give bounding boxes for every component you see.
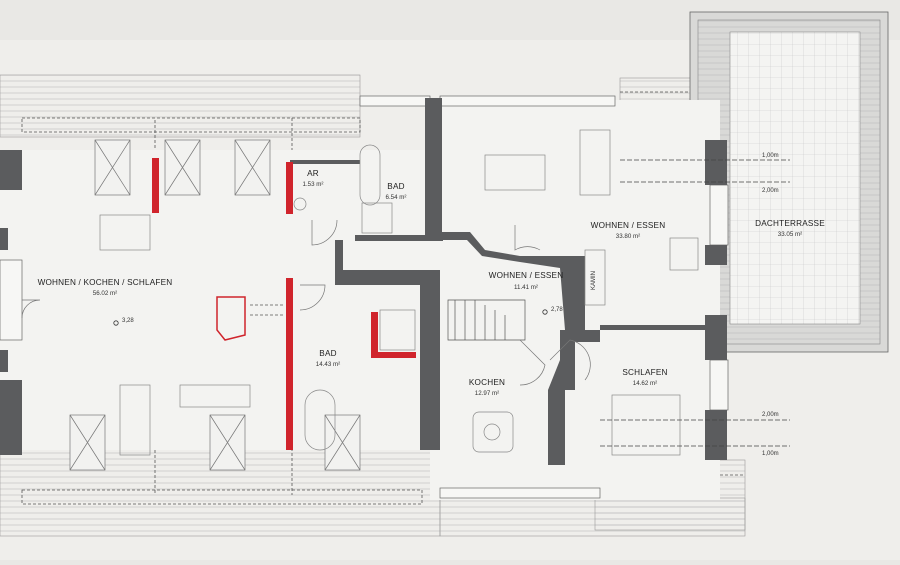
room-name-dachterrasse: DACHTERRASSE xyxy=(755,219,825,228)
room-labels: WOHNEN / KOCHEN / SCHLAFEN 56.02 m² AR 1… xyxy=(38,169,825,397)
dim-terrace-2: 2,00m xyxy=(762,188,779,194)
room-area-bad-large: 14.43 m² xyxy=(316,361,340,368)
bed xyxy=(611,394,681,456)
room-name-wohnen-essen-right: WOHNEN / ESSEN xyxy=(591,221,666,230)
dim-schlafen-1: 1,00m xyxy=(762,451,779,457)
accent-walls xyxy=(152,158,416,450)
staircase xyxy=(250,299,526,341)
room-area-wohnen-essen-right: 33.80 m² xyxy=(616,233,640,240)
room-name-schlafen: SCHLAFEN xyxy=(622,368,667,377)
kamin xyxy=(584,249,606,306)
room-area-bad-small: 6.54 m² xyxy=(386,194,407,201)
kamin-label: KAMIN xyxy=(591,271,597,290)
room-area-wohnen-kochen-schlafen: 56.02 m² xyxy=(93,290,117,297)
kitchen-counter xyxy=(99,214,151,251)
dim-terrace-1: 1,00m xyxy=(762,153,779,159)
furniture xyxy=(99,129,699,456)
height-left: 3,28 xyxy=(122,318,134,324)
kitchen-island xyxy=(472,411,514,453)
windows xyxy=(0,95,729,499)
skylights xyxy=(69,139,361,471)
bathtub-small xyxy=(359,144,381,206)
walls xyxy=(0,98,727,465)
room-name-bad-small: BAD xyxy=(387,182,404,191)
room-name-wohnen-essen-center: WOHNEN / ESSEN xyxy=(489,271,564,280)
sofa-right xyxy=(579,129,611,196)
bathtub-large xyxy=(304,389,336,451)
dimension-lines xyxy=(600,159,790,447)
shower xyxy=(361,202,393,234)
doors xyxy=(21,219,591,386)
height-center: 2,78 xyxy=(551,307,563,313)
dining-table xyxy=(179,384,251,408)
room-area-schlafen: 14.62 m² xyxy=(633,380,657,387)
room-name-ar: AR xyxy=(307,169,319,178)
room-name-kochen: KOCHEN xyxy=(469,378,505,387)
room-area-ar: 1.53 m² xyxy=(303,181,324,188)
height-marker-icon xyxy=(542,309,548,315)
shower-large xyxy=(379,309,416,351)
dimension-labels: 1,00m 2,00m 2,00m 1,00m xyxy=(762,153,779,457)
height-markers: 3,28 2,78 xyxy=(113,307,563,326)
room-area-wohnen-essen-center: 11.41 m² xyxy=(514,284,538,291)
dim-schlafen-2: 2,00m xyxy=(762,412,779,418)
toilet xyxy=(293,197,307,211)
interior-floor xyxy=(0,100,720,500)
room-name-wohnen-kochen-schlafen: WOHNEN / KOCHEN / SCHLAFEN xyxy=(38,278,173,287)
room-area-dachterrasse: 33.05 m² xyxy=(778,231,802,238)
room-name-bad-large: BAD xyxy=(319,349,336,358)
sofa-left xyxy=(119,384,151,456)
armchair xyxy=(669,237,699,271)
height-marker-icon xyxy=(113,320,119,326)
room-area-kochen: 12.97 m² xyxy=(475,390,499,397)
dining-table-right xyxy=(484,154,546,191)
